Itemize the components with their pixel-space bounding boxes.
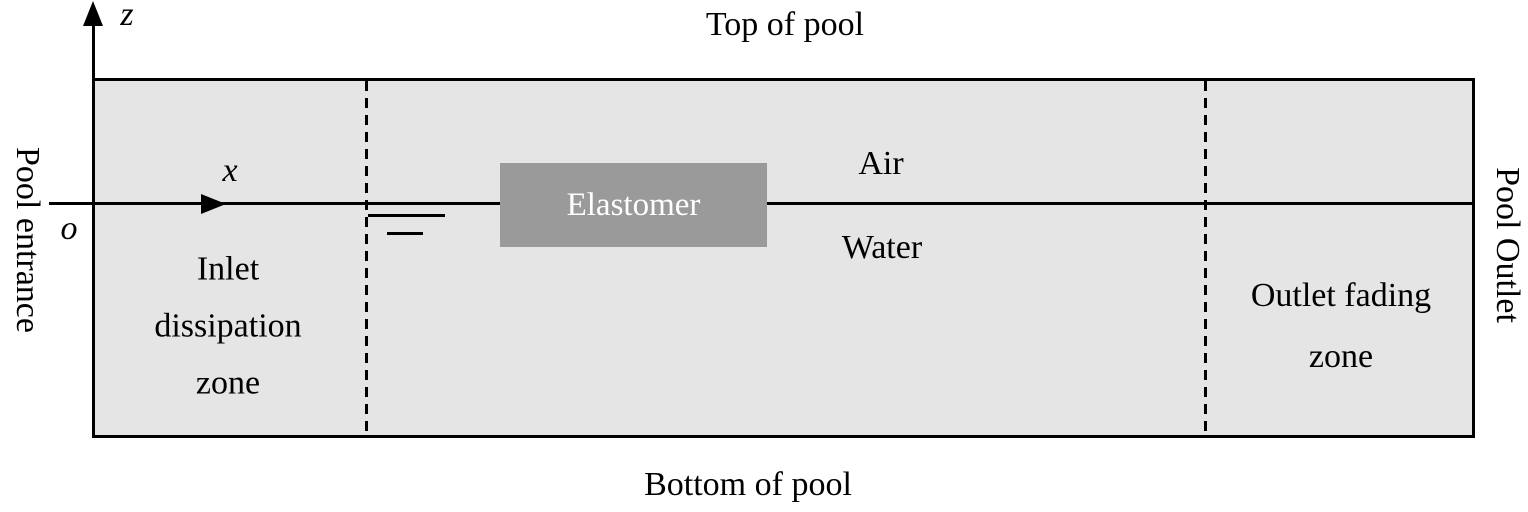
inlet-zone-label-line-3: zone: [195, 364, 261, 402]
inlet-zone-label-line-1: Inlet: [196, 250, 260, 288]
outlet-fading-zone-label: Outlet fading zone: [1251, 265, 1431, 387]
x-axis-label: x: [222, 152, 238, 189]
outlet-zone-label-line-1: Outlet fading: [1250, 277, 1432, 314]
top-of-pool-label: Top of pool: [705, 6, 865, 43]
free-surface-symbol-line-1: [368, 214, 445, 217]
pool-rectangle: [92, 78, 1475, 438]
outlet-zone-label-line-2: zone: [1308, 338, 1374, 375]
inlet-zone-divider-dashed-line: [365, 81, 368, 435]
inlet-dissipation-zone-label: Inlet dissipation zone: [154, 241, 301, 412]
elastomer-box: Elastomer: [500, 163, 767, 247]
pool-entrance-label: Pool entrance: [9, 147, 46, 333]
pool-outlet-label: Pool Outlet: [1489, 167, 1526, 323]
free-surface-symbol-line-2: [387, 232, 423, 235]
z-axis-line: [92, 12, 95, 80]
outlet-zone-divider-dashed-line: [1204, 81, 1207, 435]
bottom-of-pool-label: Bottom of pool: [644, 466, 852, 503]
z-axis-label: z: [120, 0, 134, 33]
x-axis-arrowhead-icon: [201, 194, 226, 214]
inlet-zone-label-line-2: dissipation: [154, 307, 302, 345]
elastomer-label: Elastomer: [566, 186, 701, 223]
z-axis-arrowhead-icon: [83, 1, 103, 26]
water-label: Water: [841, 229, 923, 266]
air-label: Air: [858, 145, 904, 182]
origin-label: o: [60, 210, 78, 247]
